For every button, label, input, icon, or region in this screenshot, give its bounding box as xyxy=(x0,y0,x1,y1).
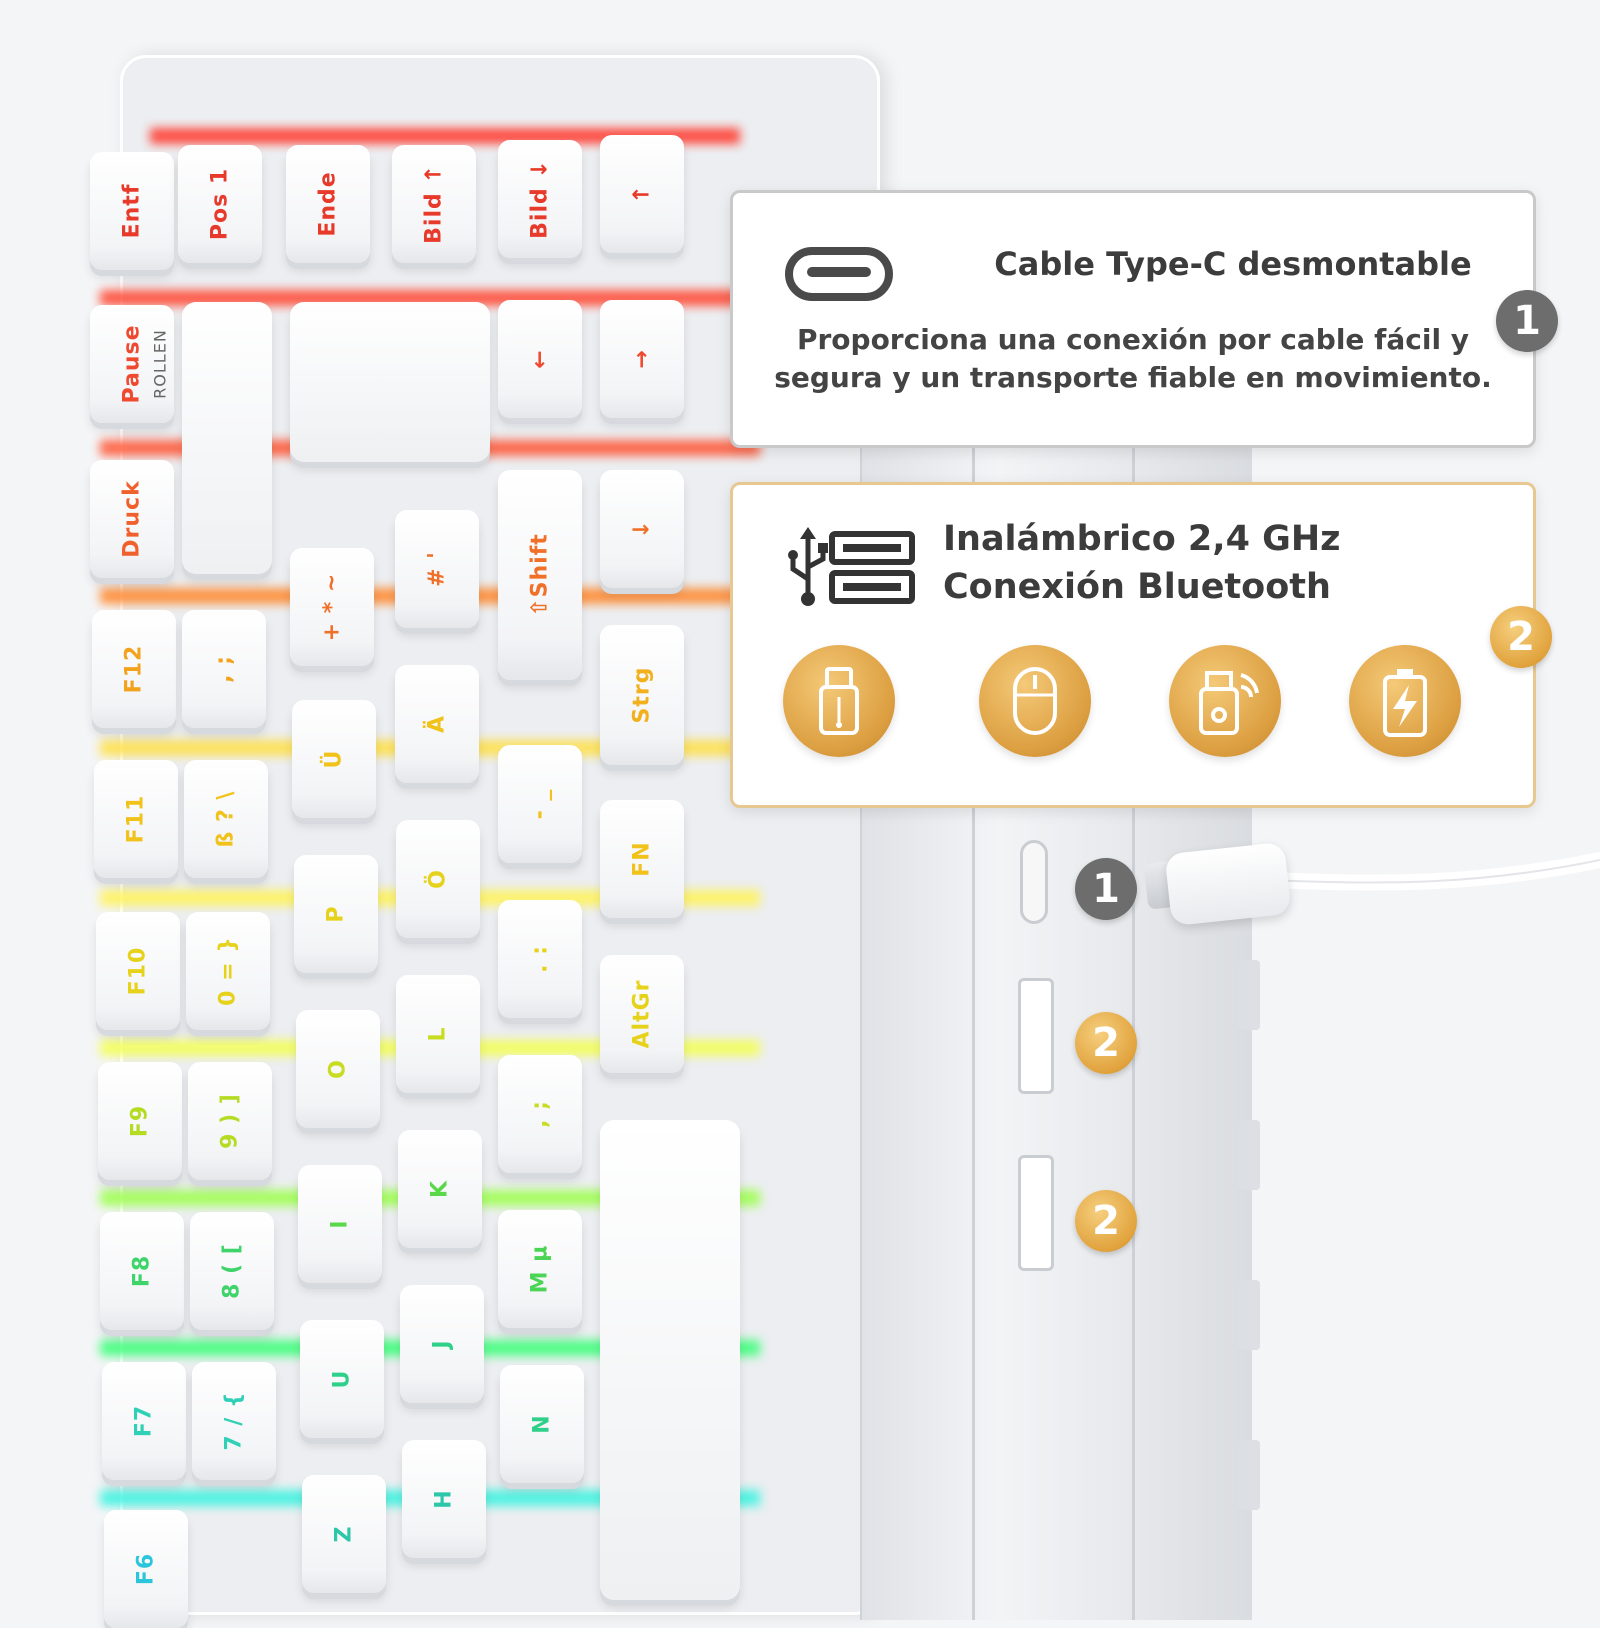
glow-band-red xyxy=(150,128,740,144)
key-fn[interactable]: FN xyxy=(600,800,684,918)
key-n[interactable]: N xyxy=(500,1365,584,1483)
key-k[interactable]: K xyxy=(398,1130,482,1248)
key-sz[interactable]: ß ? \ xyxy=(184,760,268,878)
usb-c-icon xyxy=(785,247,893,301)
key-arrow-up[interactable]: ↑ xyxy=(600,135,684,253)
key-arrow-down[interactable]: ↓ xyxy=(600,470,684,588)
key-f11[interactable]: F11 xyxy=(94,760,178,878)
usb-port-2[interactable] xyxy=(1018,1155,1054,1271)
key-ende[interactable]: Ende xyxy=(286,145,370,263)
key-f9[interactable]: F9 xyxy=(98,1062,182,1180)
key-period[interactable]: . : xyxy=(498,900,582,1018)
side-nub xyxy=(1238,1440,1260,1510)
key-l[interactable]: L xyxy=(396,975,480,1093)
cable-plug xyxy=(1164,841,1292,927)
usb-ports-icon xyxy=(829,531,915,604)
key-plus[interactable]: + * ~ xyxy=(290,548,374,666)
cable-desc-line-1: Proporciona una conexión por cable fácil… xyxy=(796,323,1470,356)
key-7[interactable]: 7 / { xyxy=(192,1362,276,1480)
key-bild-down[interactable]: Bild ↓ xyxy=(498,140,582,258)
key-i[interactable]: I xyxy=(298,1165,382,1283)
cable-card-title: Cable Type-C desmontable xyxy=(994,245,1472,283)
wireless-line-1: Inalámbrico 2,4 GHz xyxy=(943,519,1341,559)
typec-port[interactable] xyxy=(1020,840,1048,924)
mouse-icon xyxy=(979,645,1091,757)
side-ridge xyxy=(972,440,975,1620)
key-entf[interactable]: Entf xyxy=(90,152,174,270)
wireless-line-2: Conexión Bluetooth xyxy=(943,567,1331,607)
backspace-key[interactable] xyxy=(182,302,272,574)
key-arrow-left[interactable]: ← xyxy=(498,300,582,418)
key-minus[interactable]: - _ xyxy=(498,745,582,863)
usb-receiver-icon xyxy=(783,645,895,757)
key-bild-up[interactable]: Bild ↑ xyxy=(392,145,476,263)
key-h[interactable]: H xyxy=(402,1440,486,1558)
side-nub xyxy=(1238,1280,1260,1350)
key-arrow-right[interactable]: → xyxy=(600,300,684,418)
usb-port-badge-2: 2 xyxy=(1075,1190,1137,1252)
cable xyxy=(1262,852,1600,891)
enter-key[interactable] xyxy=(290,302,490,462)
cable-info-card: Cable Type-C desmontable Proporciona una… xyxy=(730,190,1536,448)
side-nub xyxy=(1238,960,1260,1030)
key-comma[interactable]: , ; xyxy=(498,1055,582,1173)
key-o[interactable]: O xyxy=(296,1010,380,1128)
key-j[interactable]: J xyxy=(400,1285,484,1403)
wireless-dongle-icon xyxy=(1169,645,1281,757)
usb-port-1[interactable] xyxy=(1018,978,1054,1094)
key-u[interactable]: U xyxy=(300,1320,384,1438)
key-hash[interactable]: # ' xyxy=(395,510,479,628)
glow-band-red-2 xyxy=(100,290,760,306)
cable-card-badge: 1 xyxy=(1496,290,1558,352)
key-9[interactable]: 9 ) ] xyxy=(188,1062,272,1180)
key-ue[interactable]: Ü xyxy=(292,700,376,818)
key-0[interactable]: 0 = } xyxy=(186,912,270,1030)
key-shift[interactable]: ⇧Shift xyxy=(498,470,582,680)
key-f7[interactable]: F7 xyxy=(102,1362,186,1480)
key-druck[interactable]: Druck xyxy=(90,460,174,578)
side-nub xyxy=(1238,1120,1260,1190)
usb-symbol-icon xyxy=(788,527,828,606)
key-f8[interactable]: F8 xyxy=(100,1212,184,1330)
cable-card-description: Proporciona una conexión por cable fácil… xyxy=(753,321,1513,397)
usb-port-badge-1: 2 xyxy=(1075,1012,1137,1074)
key-altgr[interactable]: AltGr xyxy=(600,955,684,1073)
cable-desc-line-2: segura y un transporte fiable en movimie… xyxy=(774,361,1492,394)
key-z[interactable]: Z xyxy=(302,1475,386,1593)
key-8[interactable]: 8 ( [ xyxy=(190,1212,274,1330)
key-p[interactable]: P xyxy=(294,855,378,973)
wireless-info-card: Inalámbrico 2,4 GHz Conexión Bluetooth xyxy=(730,482,1536,808)
typec-port-badge: 1 xyxy=(1075,858,1137,920)
key-oe[interactable]: Ö xyxy=(396,820,480,938)
key-pause[interactable]: Pause xyxy=(90,305,174,423)
key-rollen-label: ROLLEN xyxy=(150,329,170,399)
battery-charging-icon xyxy=(1349,645,1461,757)
wireless-card-badge: 2 xyxy=(1490,606,1552,668)
key-ae[interactable]: Ä xyxy=(395,665,479,783)
key-strg[interactable]: Strg xyxy=(600,625,684,765)
key-f6[interactable]: F6 xyxy=(104,1510,188,1628)
key-pos1[interactable]: Pos 1 xyxy=(178,145,262,263)
key-f10[interactable]: F10 xyxy=(96,912,180,1030)
key-f12[interactable]: F12 xyxy=(92,610,176,728)
key-m[interactable]: M µ xyxy=(498,1210,582,1328)
key-comma-semicolon[interactable]: , ; xyxy=(182,610,266,728)
space-key[interactable] xyxy=(600,1120,740,1600)
